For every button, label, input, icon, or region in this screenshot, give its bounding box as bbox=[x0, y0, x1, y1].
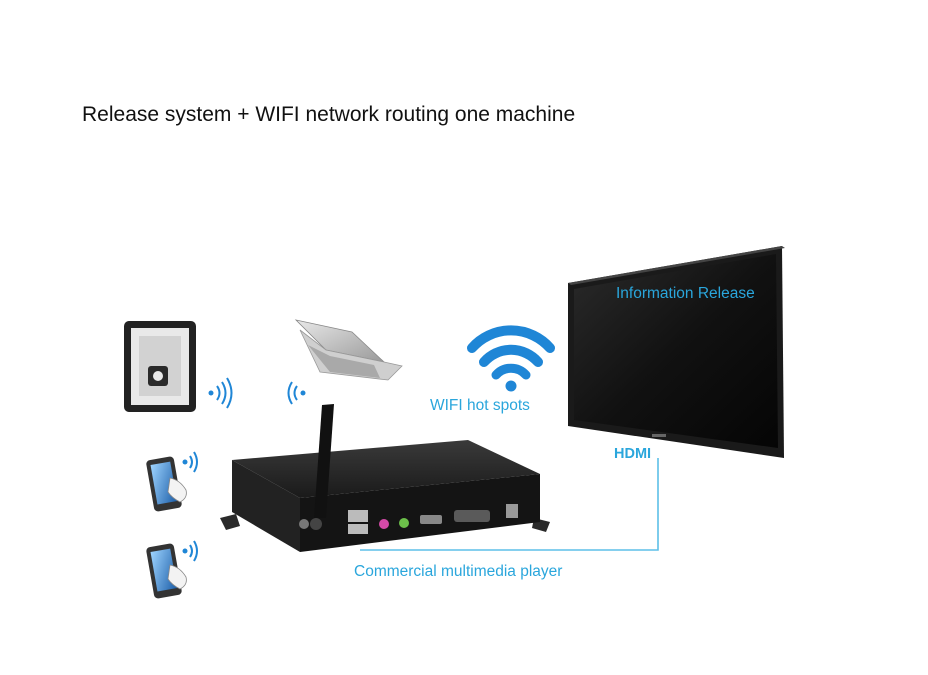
smartphone-icon bbox=[146, 543, 187, 599]
page-title: Release system + WIFI network routing on… bbox=[82, 103, 576, 126]
tablet-icon bbox=[124, 321, 196, 412]
monitor-icon bbox=[568, 246, 785, 458]
antenna bbox=[310, 404, 334, 530]
signal-wave-icon bbox=[208, 377, 233, 409]
laptop-icon bbox=[294, 319, 403, 381]
smartphone-icon bbox=[146, 456, 187, 512]
wifi-icon bbox=[467, 325, 555, 392]
monitor-screen-text: Information Release bbox=[616, 285, 755, 302]
signal-wave-icon bbox=[182, 451, 198, 473]
hdmi-cable bbox=[360, 458, 659, 551]
hdmi-label: HDMI bbox=[614, 446, 652, 462]
media-player-icon bbox=[220, 440, 550, 552]
signal-wave-icon bbox=[287, 381, 306, 405]
wifi-hotspot-label: WIFI hot spots bbox=[430, 397, 530, 414]
player-label: Commercial multimedia player bbox=[354, 563, 563, 580]
signal-wave-icon bbox=[182, 540, 198, 562]
